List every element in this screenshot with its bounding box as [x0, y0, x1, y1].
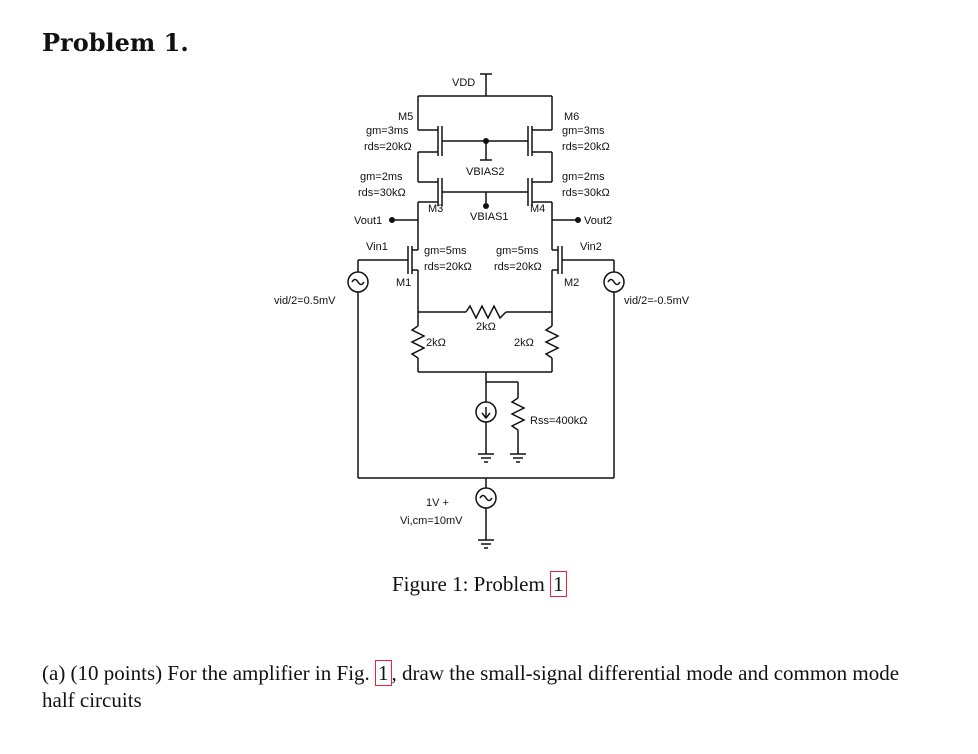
m1-gm: gm=5ms	[424, 245, 467, 257]
question-text: (a) (10 points) For the amplifier in Fig…	[42, 660, 900, 712]
m3-name: M3	[428, 203, 443, 215]
problem-heading: Problem 1.	[42, 28, 189, 57]
vdd-label: VDD	[452, 77, 475, 89]
vcm-line2: Vi,cm=10mV	[400, 515, 463, 527]
m6-name: M6	[564, 111, 579, 123]
m2-rds: rds=20kΩ	[494, 261, 542, 273]
m1-name: M1	[396, 277, 411, 289]
figure-ref-link[interactable]: 1	[550, 571, 567, 597]
m6-rds: rds=20kΩ	[562, 141, 610, 153]
figure-caption: Figure 1: Problem 1	[392, 571, 567, 597]
m5-name: M5	[398, 111, 413, 123]
vout2-label: Vout2	[584, 215, 612, 227]
m5-rds: rds=20kΩ	[364, 141, 412, 153]
m3-rds: rds=30kΩ	[358, 187, 406, 199]
r-right-label: 2kΩ	[514, 337, 534, 349]
vout1-label: Vout1	[354, 215, 382, 227]
vid-right-label: vid/2=-0.5mV	[624, 295, 690, 307]
m4-rds: rds=30kΩ	[562, 187, 610, 199]
vbias1-label: VBIAS1	[470, 211, 509, 223]
m6-gm: gm=3ms	[562, 125, 605, 137]
m3-gm: gm=2ms	[360, 171, 403, 183]
r-mid-label: 2kΩ	[476, 321, 496, 333]
r-left-label: 2kΩ	[426, 337, 446, 349]
m5-gm: gm=3ms	[366, 125, 409, 137]
figure-ref-link-text[interactable]: 1	[375, 660, 392, 686]
vcm-line1: 1V +	[426, 497, 449, 509]
m2-name: M2	[564, 277, 579, 289]
rss-label: Rss=400kΩ	[530, 415, 587, 427]
m2-gm: gm=5ms	[496, 245, 539, 257]
vid-left-label: vid/2=0.5mV	[274, 295, 336, 307]
vin1-label: Vin1	[366, 241, 388, 253]
vbias2-label: VBIAS2	[466, 166, 505, 178]
m4-name: M4	[530, 203, 545, 215]
m1-rds: rds=20kΩ	[424, 261, 472, 273]
vin2-label: Vin2	[580, 241, 602, 253]
m4-gm: gm=2ms	[562, 171, 605, 183]
